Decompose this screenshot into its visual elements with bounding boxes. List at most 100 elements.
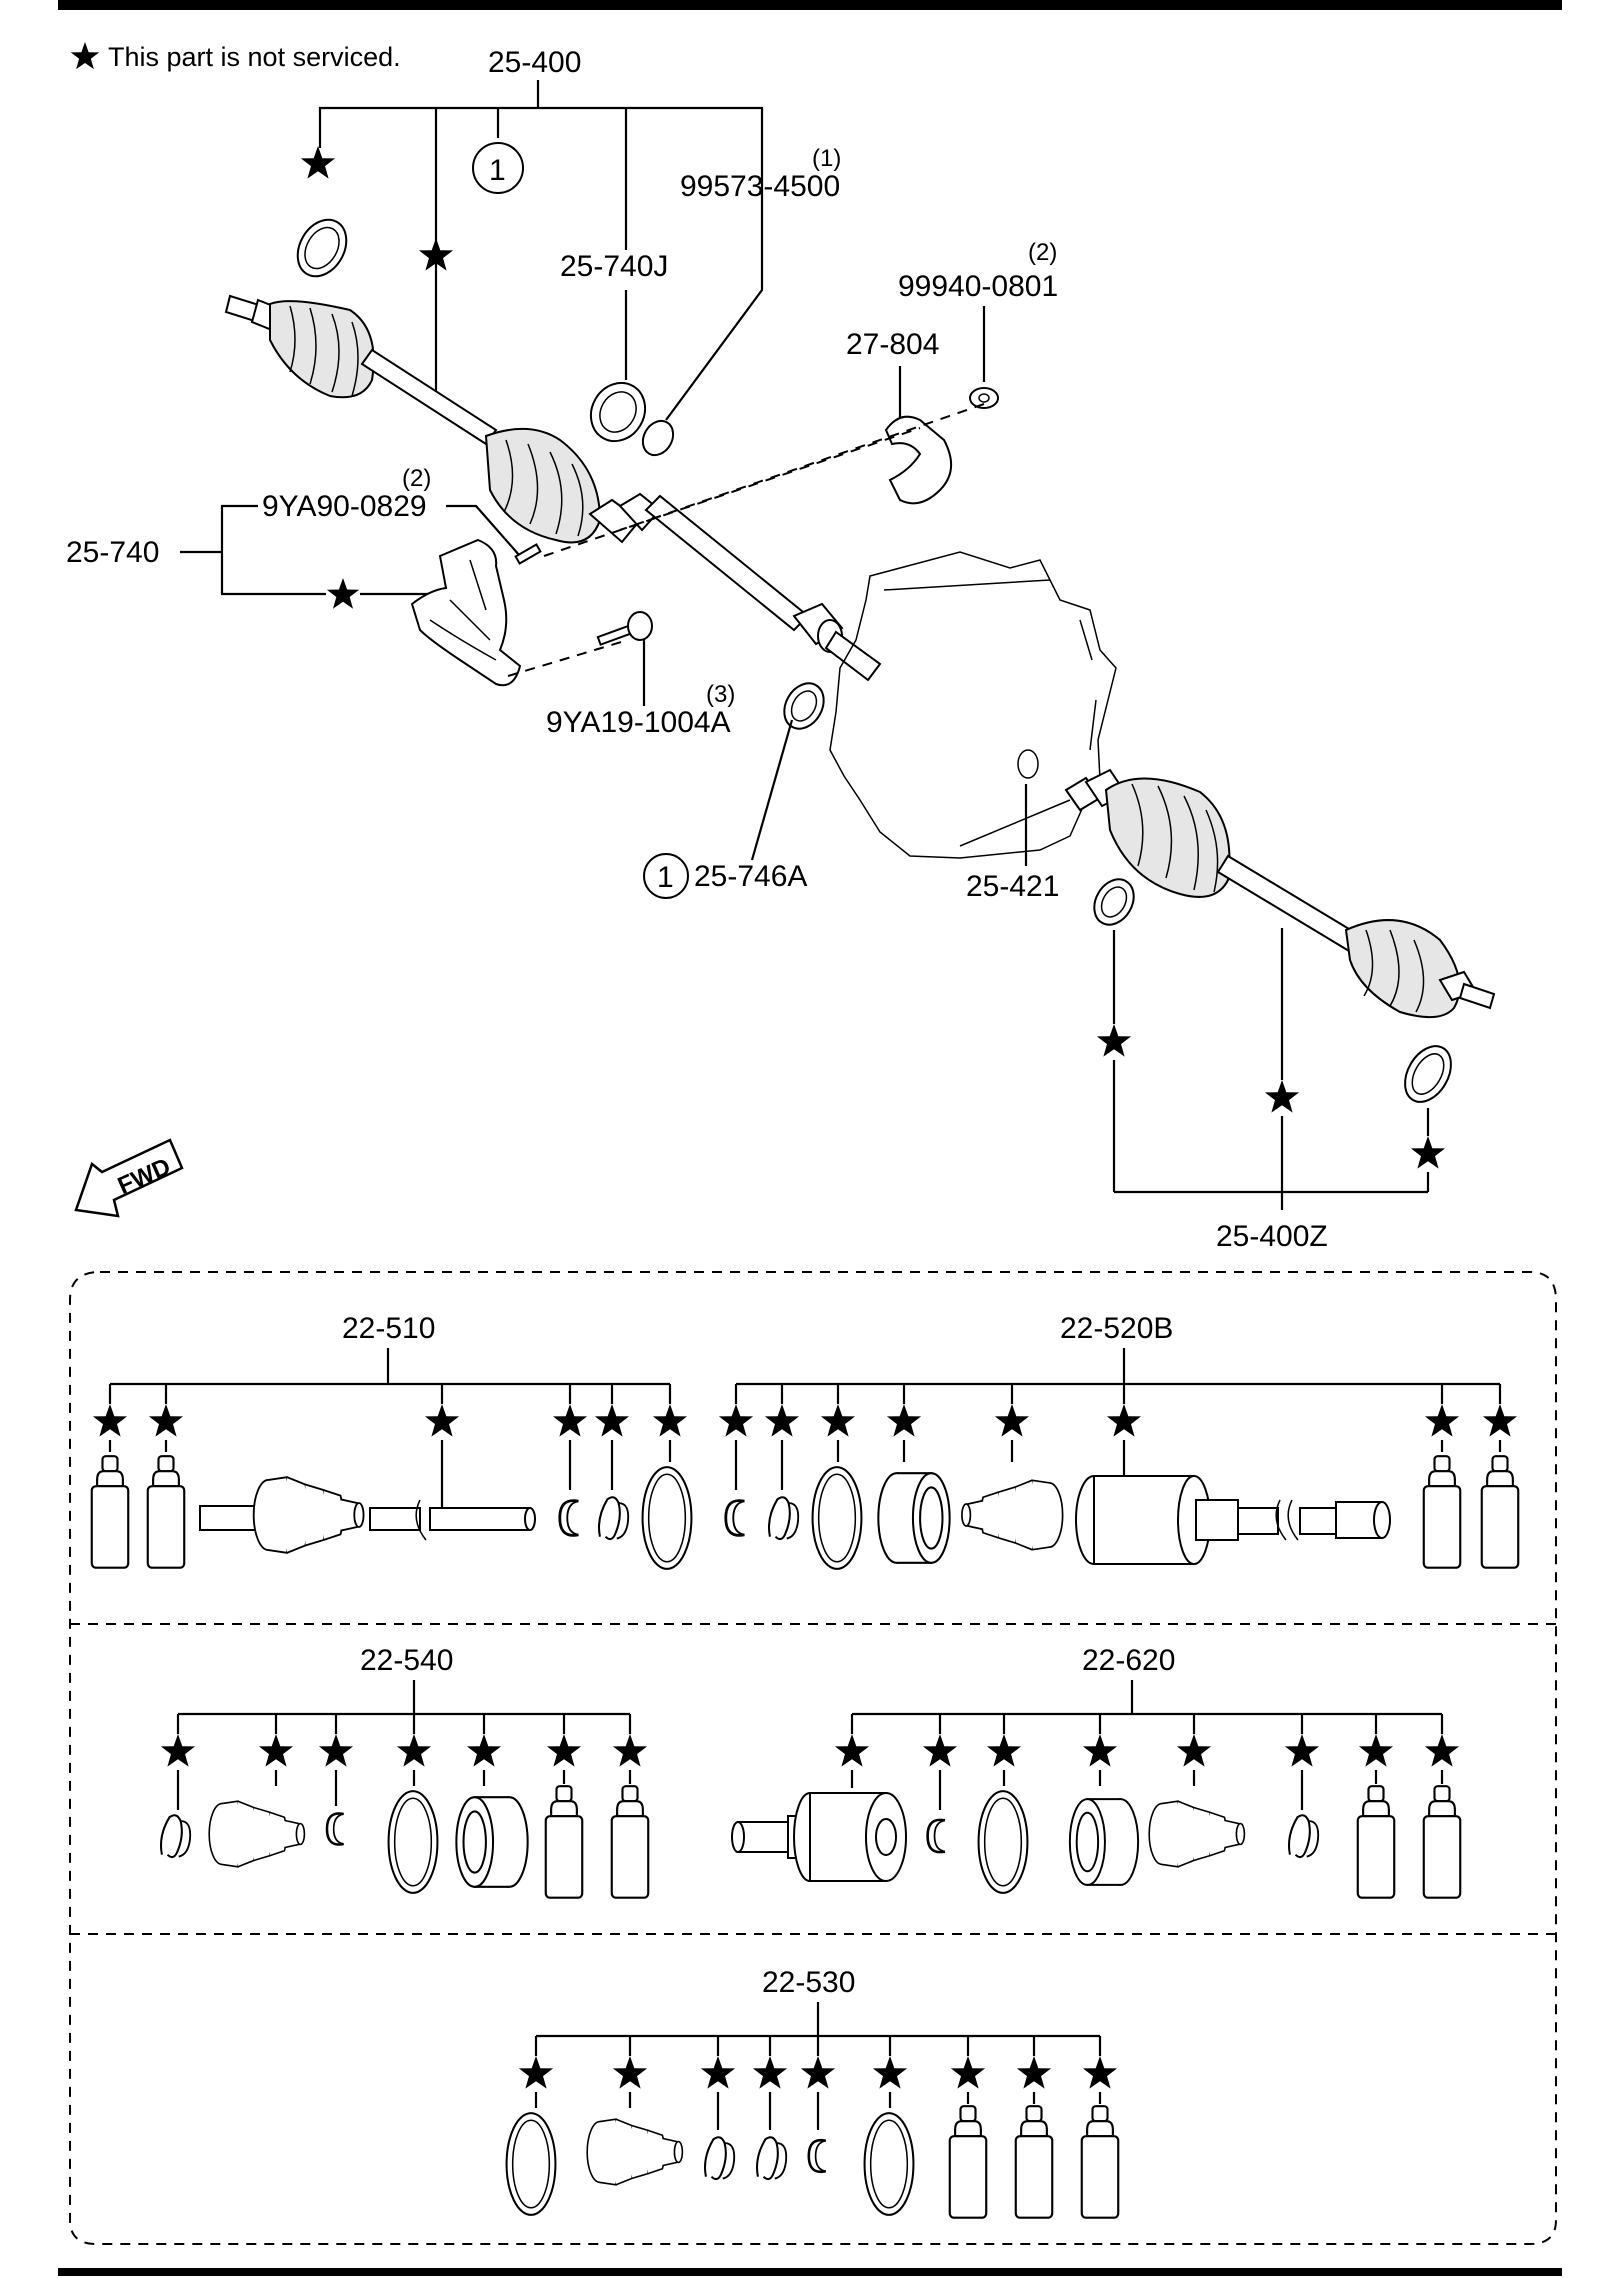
inner-joint-shaft <box>1075 1462 1391 1565</box>
grease-bottle <box>948 2105 988 2219</box>
circlip <box>926 1818 947 1854</box>
outer-boot <box>586 2118 684 2186</box>
star-icon <box>872 2056 908 2089</box>
grease-bottle <box>90 1455 130 1569</box>
star-icon <box>552 1404 588 1437</box>
star-icon <box>800 2056 836 2089</box>
callout-9ya90-0829: 9YA90-0829 <box>262 490 427 523</box>
boot-adapter <box>1068 1798 1140 1886</box>
qty-99573: (1) <box>812 145 841 172</box>
star-icon <box>1096 1024 1132 1057</box>
left-driveshaft <box>224 294 882 682</box>
star-icon <box>1106 1404 1142 1437</box>
outer-joint-shaft <box>199 1440 536 1554</box>
star-icon <box>922 1734 958 1767</box>
ref-circle <box>643 853 689 899</box>
star-icon <box>424 1404 460 1437</box>
seal-ring <box>1404 1045 1452 1103</box>
star-icon <box>764 1404 800 1437</box>
kit-panels: 22-510 <box>69 1271 1557 2245</box>
circlip <box>325 1812 345 1846</box>
bearing <box>589 381 647 443</box>
callout-25-421: 25-421 <box>966 870 1059 903</box>
boot-band <box>597 1496 630 1541</box>
boot-adapter <box>877 1472 951 1564</box>
star-icon <box>700 2056 736 2089</box>
oil-seal <box>783 682 825 730</box>
kit-label-22-530: 22-530 <box>762 1966 855 1999</box>
seal-ring <box>296 218 348 278</box>
star-icon <box>834 1734 870 1767</box>
star-icon <box>318 1734 354 1767</box>
boot-band <box>1287 1814 1320 1859</box>
grease-bottle <box>1356 1785 1396 1899</box>
callout-99940-0801: 99940-0801 <box>898 270 1058 303</box>
outer-boot <box>208 1800 306 1868</box>
oil-seal <box>1093 878 1135 926</box>
kit-22-520b: 22-520B <box>718 1312 1520 1570</box>
grease-bottle <box>146 1455 186 1569</box>
inner-boot <box>1148 1800 1246 1868</box>
star-icon <box>92 1404 128 1437</box>
callout-25-400z: 25-400Z <box>1216 1220 1328 1253</box>
callout-25-740: 25-740 <box>66 536 159 569</box>
kit-label-22-620: 22-620 <box>1082 1644 1175 1677</box>
star-icon <box>1482 1404 1518 1437</box>
star-icon <box>1082 1734 1118 1767</box>
ref-circle <box>472 142 524 194</box>
star-icon <box>70 42 100 70</box>
fwd-arrow-icon: FWD <box>74 1138 184 1218</box>
kit-22-530: 22-530 <box>505 1966 1120 2219</box>
star-icon <box>466 1734 502 1767</box>
star-icon <box>396 1734 432 1767</box>
support-bracket <box>410 538 522 687</box>
star-icon <box>994 1404 1030 1437</box>
star-icon <box>160 1734 196 1767</box>
star-icon <box>326 578 360 609</box>
star-icon <box>718 1404 754 1437</box>
callout-27-804: 27-804 <box>846 328 939 361</box>
kit-22-510: 22-510 <box>90 1312 693 1570</box>
boot-band <box>505 2112 557 2216</box>
top-border <box>58 0 1562 10</box>
star-icon <box>950 2056 986 2089</box>
boot-band <box>863 2112 915 2216</box>
qty-9ya19: (3) <box>706 681 735 708</box>
grease-bottle <box>1014 2105 1054 2219</box>
ref-1-label-2: 1 <box>657 861 674 894</box>
boot-band <box>755 2136 788 2181</box>
star-icon <box>820 1404 856 1437</box>
kit-label-22-510: 22-510 <box>342 1312 435 1345</box>
legend-text: This part is not serviced. <box>108 42 401 72</box>
callout-9ya19-1004a: 9YA19-1004A <box>546 706 731 739</box>
star-icon <box>258 1734 294 1767</box>
qty-99940: (2) <box>1028 239 1057 266</box>
boot-band <box>767 1496 800 1541</box>
circlip <box>558 1499 580 1537</box>
grease-bottle <box>610 1785 650 1899</box>
star-icon <box>1264 1080 1300 1113</box>
inner-joint-housing <box>731 1792 907 1882</box>
star-icon <box>1082 2056 1118 2089</box>
circlip <box>724 1499 746 1537</box>
boot-band <box>641 1466 693 1570</box>
star-icon <box>986 1734 1022 1767</box>
star-icon <box>652 1404 688 1437</box>
washer <box>969 387 999 409</box>
flange-bolt <box>596 611 653 646</box>
callout-25-740j: 25-740J <box>560 250 668 283</box>
star-icon <box>612 1734 648 1767</box>
star-icon <box>1358 1734 1394 1767</box>
kit-label-22-540: 22-540 <box>360 1644 453 1677</box>
star-icon <box>518 2056 554 2089</box>
star-icon <box>1410 1136 1446 1169</box>
kit-22-620: 22-620 <box>731 1644 1462 1899</box>
boot-band <box>387 1790 439 1894</box>
circlip <box>1017 749 1039 779</box>
grease-bottle <box>544 1785 584 1899</box>
star-icon <box>752 2056 788 2089</box>
callout-25-400: 25-400 <box>488 46 581 79</box>
bottom-border <box>58 2268 1562 2276</box>
star-icon <box>300 146 336 179</box>
